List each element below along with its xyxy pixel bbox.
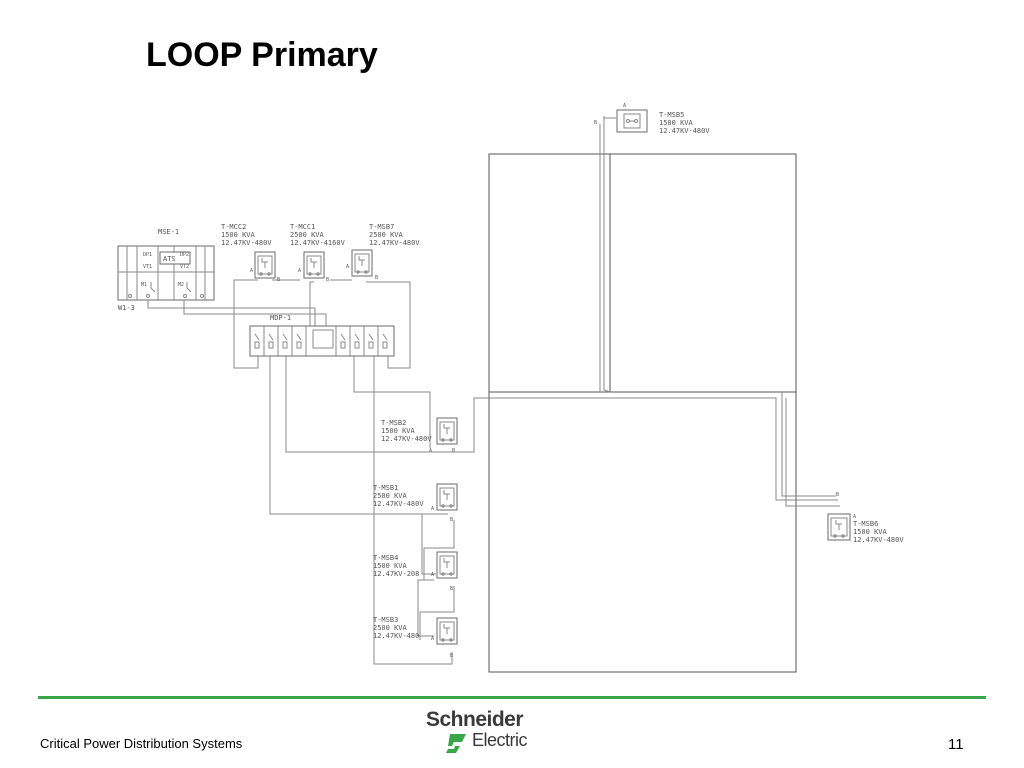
transformer-voltage: 12.47KV-480V <box>381 435 432 443</box>
transformer-name: T-MSB1 <box>373 484 398 492</box>
transformer-rating: 1500 KVA <box>221 231 256 239</box>
footer-text: Critical Power Distribution Systems <box>40 736 243 751</box>
mse-sub-label: VT1 <box>143 264 152 270</box>
transformer-voltage: 12.47KV-480V <box>373 500 424 508</box>
transformer-voltage: 12.47KV-480V <box>369 239 420 247</box>
mse-label: MSE-1 <box>158 228 179 236</box>
transformer-voltage: 12.47KV-480V <box>659 127 710 135</box>
port-b-label: B <box>836 492 839 498</box>
transformer-rating: 1500 KVA <box>853 528 888 536</box>
logo-line1: Schneider <box>426 708 524 731</box>
footer-divider <box>38 696 986 699</box>
port-a-label: A <box>431 572 434 578</box>
transformer-voltage: 12.47KV-480V <box>221 239 272 247</box>
page-number: 11 <box>948 736 964 753</box>
feeder-label: W1-3 <box>118 304 135 312</box>
transformer-voltage: 12.47KV-480 <box>373 632 419 640</box>
slide-title: LOOP Primary <box>146 36 378 74</box>
port-b-label: B <box>450 586 453 592</box>
transformer-name: T-MCC2 <box>221 223 246 231</box>
port-a-label: A <box>431 506 434 512</box>
transformer-symbol-msb4 <box>436 551 458 579</box>
logo-mark-icon <box>446 734 466 753</box>
transformer-symbol-msb3 <box>436 617 458 645</box>
transformer-name: T-MSB2 <box>381 419 406 427</box>
logo-line2: Electric <box>472 730 528 750</box>
transformer-symbol-msb5 <box>616 109 648 133</box>
port-b-label: B <box>277 277 280 283</box>
port-b-label: B <box>375 275 378 281</box>
mdp-label: MDP-1 <box>270 314 291 322</box>
port-a-label: A <box>429 448 432 454</box>
mse-switchgear: ATS DP1 DP2 VT1 VT2 M1 M2 <box>117 245 215 301</box>
mse-sub-label: DP1 <box>143 252 152 258</box>
transformer-symbol-mcc1 <box>303 251 325 279</box>
transformer-name: T-MSB3 <box>373 616 398 624</box>
transformer-rating: 1500 KVA <box>659 119 694 127</box>
port-a-label: A <box>853 514 856 520</box>
transformer-symbol-mcc2 <box>254 251 276 279</box>
port-a-label: A <box>346 264 349 270</box>
transformer-rating: 2500 KVA <box>290 231 325 239</box>
port-a-label: A <box>250 268 253 274</box>
transformer-rating: 2500 KVA <box>373 492 408 500</box>
transformer-voltage: 12.47KV-480V <box>853 536 904 544</box>
transformer-rating: 2500 KVA <box>373 624 408 632</box>
transformer-name: T-MSB7 <box>369 223 394 231</box>
port-a-label: A <box>298 268 301 274</box>
transformer-rating: 2500 KVA <box>369 231 404 239</box>
mse-sub-label: DP2 <box>180 252 189 258</box>
transformer-name: T-MSB6 <box>853 520 878 528</box>
mdp-switchboard <box>249 325 395 357</box>
port-b-label: B <box>450 517 453 523</box>
transformer-name: T-MSB5 <box>659 111 684 119</box>
mse-sub-label: M2 <box>178 282 184 288</box>
port-b-label: B <box>326 277 329 283</box>
port-b-label: B <box>594 120 597 126</box>
transformer-symbol-msb6 <box>827 513 851 541</box>
transformer-voltage: 12.47KV-4160V <box>290 239 346 247</box>
transformer-symbol-msb2 <box>436 417 458 445</box>
mse-sub-label: VT2 <box>180 264 189 270</box>
loop-primary-diagram: ATS DP1 DP2 VT1 VT2 M1 M2 MSE-1 W1-3 MDP… <box>117 103 904 673</box>
schneider-electric-logo: Schneider Electric <box>424 708 540 756</box>
port-b-label: B <box>450 653 453 659</box>
transformer-rating: 1500 KVA <box>373 562 408 570</box>
transformer-voltage: 12.47KV-208 <box>373 570 419 578</box>
port-a-label: A <box>431 636 434 642</box>
ats-label: ATS <box>163 255 176 263</box>
transformer-name: T-MSB4 <box>373 554 398 562</box>
mse-sub-label: M1 <box>141 282 147 288</box>
port-a-label: A <box>623 103 626 109</box>
port-b-label: B <box>452 448 455 454</box>
transformer-rating: 1500 KVA <box>381 427 416 435</box>
transformer-symbol-msb1 <box>436 483 458 511</box>
transformer-symbol-msb7 <box>351 249 373 277</box>
transformer-name: T-MCC1 <box>290 223 315 231</box>
building-outline <box>488 153 797 673</box>
